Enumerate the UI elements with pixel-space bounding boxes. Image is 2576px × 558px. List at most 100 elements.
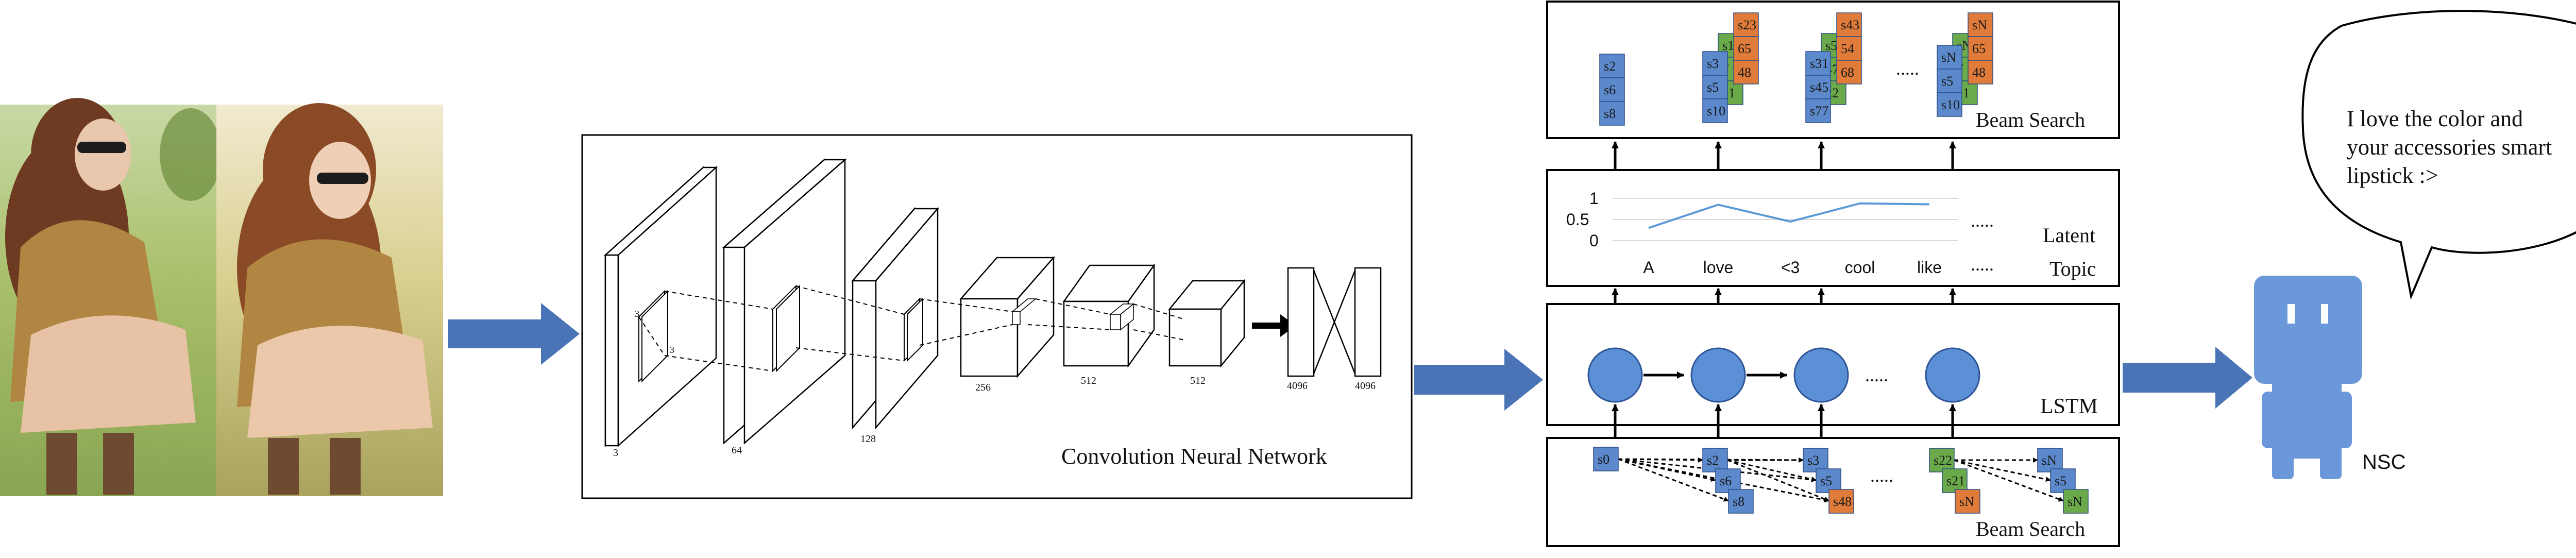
beam-bottom-group2-chip-1-label: s5: [1820, 474, 1832, 488]
beam-top-chip-3-0-label: sN: [1941, 50, 1956, 65]
beam-bottom-group4-chip-1-label: s5: [2055, 474, 2066, 488]
beam-bottom-group2-chip-2-label: s48: [1833, 494, 1852, 509]
beam-bottom-group3-chip-0: s22: [1929, 448, 1955, 472]
latent-category-2: <3: [1781, 258, 1800, 277]
beam-top-back-chip-3-2: 68: [1836, 60, 1862, 84]
beam-bottom-group2-chip-0-label: s3: [1807, 453, 1819, 468]
input-photo-right: [216, 103, 443, 496]
speech-bubble: I love the color and your accessories sm…: [2301, 10, 2576, 300]
beam-top-back-chip-5-2-label: 48: [1972, 65, 1986, 80]
beam-top-back-chip-1-1: 65: [1733, 36, 1759, 61]
beam-top-back-chip-5-2: 48: [1968, 60, 1993, 84]
beam-bottom-group4-chip-0-label: sN: [2042, 453, 2057, 468]
beam-top-chip-1-0-label: s3: [1707, 56, 1719, 71]
robot-eye-left: [2287, 304, 2295, 324]
cnn-kernel-label-2: 3: [670, 345, 674, 355]
beam-top-back-chip-5-1: 65: [1968, 36, 1993, 61]
beam-top-chip-1-1: s5: [1702, 75, 1728, 99]
beam-top-chip-2-2: s77: [1805, 98, 1831, 123]
cnn-panel: 3 64 128 256 512 512 4096 4096 3 3 Convo…: [581, 134, 1413, 499]
beam-top-chip-3-1-label: s5: [1941, 74, 1953, 89]
latent-category-0: A: [1643, 258, 1654, 277]
beam-top-back-chip-3-2-label: 68: [1841, 65, 1854, 80]
latent-title-line2: Topic: [2049, 257, 2096, 280]
lstm-ellipsis: .....: [1865, 365, 1888, 385]
speech-line-1: I love the color and: [2347, 106, 2523, 131]
latent-ytick-0-5: 0.5: [1566, 210, 1589, 229]
beam-bottom-group2-chip-0: s3: [1803, 448, 1828, 472]
latent-category-1: love: [1703, 258, 1734, 277]
beam-bottom-group4-chip-2: sN: [2063, 489, 2089, 514]
cnn-layer-3: [851, 207, 939, 430]
cnn-layer-label-6: 512: [1190, 375, 1206, 386]
beam-top-chip-2-0-label: s31: [1810, 56, 1828, 71]
beam-top-chip-0-2-label: s8: [1604, 106, 1616, 121]
beam-top-chip-0-1: s6: [1599, 77, 1625, 102]
beam-top-back-chip-3-0: s43: [1836, 12, 1862, 37]
beam-top-chip-1-0: s3: [1702, 51, 1728, 76]
latent-category-3: cool: [1845, 258, 1875, 277]
beam-bottom-group1-chip-0: s2: [1702, 448, 1728, 472]
beam-top-back-chip-3-0-label: s43: [1841, 18, 1859, 32]
beam-top-back-chip-5-0-label: sN: [1972, 18, 1987, 32]
cnn-layer-label-8: 4096: [1355, 380, 1376, 392]
cnn-kernel-label-1: 3: [635, 309, 639, 319]
beam-bottom-group1-chip-1: s6: [1715, 468, 1741, 493]
beam-top-back-chip-1-0: s23: [1733, 12, 1759, 37]
beam-top-back-chip-1-1-label: 65: [1738, 41, 1751, 56]
beam-top-back-chip-1-2: 48: [1733, 60, 1759, 84]
cnn-layer-label-5: 512: [1081, 375, 1096, 386]
beam-bottom-group2-chip-1: s5: [1816, 468, 1841, 493]
beam-bottom-group3-chip-2-label: sN: [1959, 494, 1974, 509]
arrows-latent-to-beam: [1612, 141, 1956, 170]
latent-ytick-1: 1: [1589, 189, 1599, 208]
robot-label: NSC: [2362, 451, 2405, 474]
lstm-node-3: [1793, 347, 1849, 403]
beam-bottom-group3-chip-1: s21: [1942, 468, 1968, 493]
cnn-layer-label-2: 64: [732, 445, 742, 456]
latent-series-line: [1648, 202, 1930, 229]
arrow-cnn-to-lstm: [1414, 349, 1543, 411]
arrow-lstm-to-robot: [2123, 347, 2252, 409]
beam-bottom-title: Beam Search: [1976, 517, 2085, 540]
lstm-node-1: [1587, 347, 1643, 403]
beam-top-chip-1-2-label: s10: [1707, 104, 1725, 119]
beam-bottom-group4-chip-2-label: sN: [2067, 494, 2082, 509]
beam-top-back-chip-1-0-label: s23: [1738, 18, 1756, 32]
lstm-node-4: [1925, 347, 1980, 403]
beam-top-back-chip-0-0-label: s1: [1722, 38, 1734, 53]
beam-bottom-start-chip: s0: [1593, 447, 1619, 471]
beam-top-chip-3-0: sN: [1937, 45, 1962, 70]
beam-bottom-group3-chip-0-label: s22: [1934, 453, 1952, 468]
nsc-robot: [2254, 276, 2362, 479]
latent-ytick-0: 0: [1589, 231, 1599, 250]
speech-line-3: lipstick :>: [2347, 163, 2438, 188]
beam-top-chip-2-0: s31: [1805, 51, 1831, 76]
beam-top-chip-0-2: s8: [1599, 101, 1625, 126]
beam-search-top-panel: s1711s236548s574722s435468sN711sN6548s2s…: [1546, 1, 2120, 139]
beam-top-back-chip-5-0: sN: [1968, 12, 1993, 37]
beam-bottom-group4-chip-0: sN: [2037, 448, 2063, 472]
cnn-layer-4: [959, 256, 1055, 378]
beam-top-ellipsis: .....: [1896, 58, 1919, 79]
beam-top-chip-1-1-label: s5: [1707, 80, 1719, 95]
beam-bottom-group1-chip-1-label: s6: [1720, 474, 1732, 488]
cnn-fc-layers: [1287, 267, 1382, 377]
speech-line-2: your accessories smart: [2347, 134, 2552, 160]
arrow-photos-to-cnn: [448, 303, 580, 365]
beam-bottom-group1-chip-0-label: s2: [1707, 453, 1719, 468]
lstm-node-2: [1690, 347, 1746, 403]
robot-eye-right: [2321, 304, 2328, 324]
beam-bottom-group3-chip-2: sN: [1955, 489, 1980, 514]
input-photo-left: [0, 98, 222, 496]
cnn-layer-label-1: 3: [613, 447, 618, 459]
beam-top-chip-2-1-label: s45: [1810, 80, 1828, 95]
beam-top-title: Beam Search: [1976, 108, 2085, 131]
beam-top-chip-0-0-label: s2: [1604, 59, 1616, 74]
beam-top-chip-1-2: s10: [1702, 98, 1728, 123]
beam-bottom-group1-chip-2: s8: [1728, 489, 1754, 514]
beam-bottom-group4-chip-1: s5: [2050, 468, 2076, 493]
beam-bottom-group3-chip-1-label: s21: [1946, 474, 1965, 488]
